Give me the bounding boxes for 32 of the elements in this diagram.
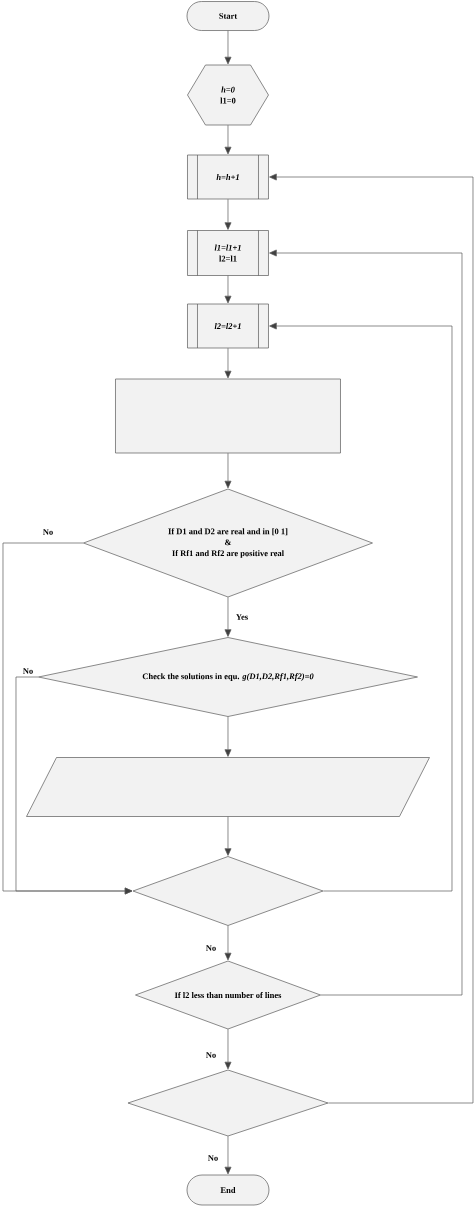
process-box: l1=l1+1 l2=l1 bbox=[187, 230, 269, 276]
decision-diamond bbox=[127, 1069, 329, 1137]
edge-label: Yes bbox=[234, 613, 250, 621]
decision-diamond bbox=[132, 856, 324, 926]
arrow bbox=[224, 716, 232, 757]
arrow bbox=[224, 1135, 232, 1175]
arrow bbox=[224, 452, 232, 489]
process-box: h=h+1 bbox=[187, 154, 269, 200]
arrow bbox=[224, 124, 232, 155]
arrow bbox=[224, 198, 232, 230]
process-box bbox=[115, 378, 341, 454]
arrow bbox=[269, 173, 474, 1104]
arrow bbox=[224, 816, 232, 856]
terminal-box: Start bbox=[186, 1, 270, 31]
arrow bbox=[224, 30, 232, 65]
arrow bbox=[224, 1028, 232, 1070]
process-box: l2=l2+1 bbox=[187, 303, 269, 349]
terminal-box: End bbox=[186, 1174, 270, 1206]
edge-label: No bbox=[21, 667, 35, 675]
edge-label: No bbox=[204, 1051, 218, 1059]
edge-label: No bbox=[204, 944, 218, 952]
arrow bbox=[224, 347, 232, 379]
data-parallelogram bbox=[26, 757, 430, 817]
arrow bbox=[224, 596, 232, 637]
arrow bbox=[15, 676, 133, 895]
arrow bbox=[269, 249, 463, 996]
edge-label: No bbox=[41, 528, 55, 536]
arrow bbox=[224, 925, 232, 961]
arrow bbox=[224, 275, 232, 304]
preparation-hexagon: h=0 l1=0 bbox=[187, 64, 269, 126]
edge-label: No bbox=[206, 1154, 220, 1162]
arrow bbox=[269, 322, 453, 892]
